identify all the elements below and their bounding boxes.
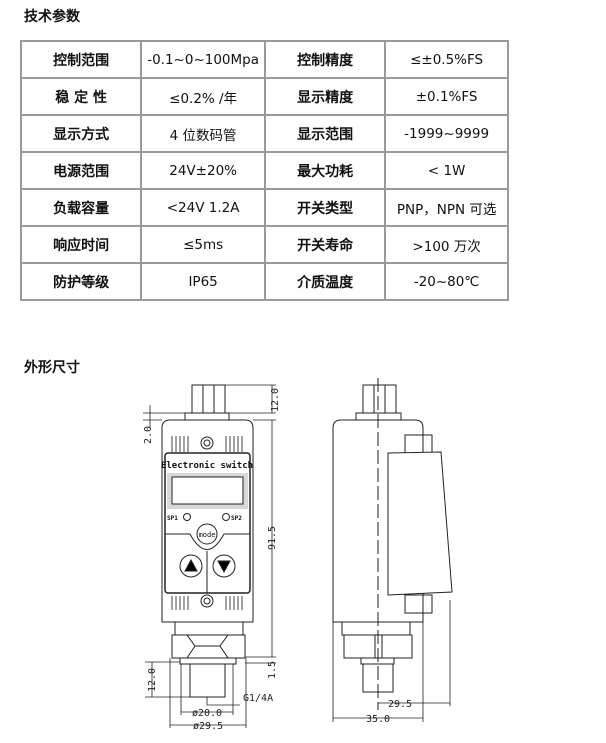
- spec-value: < 1W: [384, 151, 509, 190]
- spec-label: 稳 定 性: [19, 77, 143, 116]
- spec-label: 防护等级: [19, 262, 143, 301]
- front-view: Electronic switch SP1 SP2 mode: [161, 384, 254, 698]
- dim-gap: 2.0: [143, 426, 154, 444]
- spec-label: 最大功耗: [263, 151, 387, 190]
- spec-label: 响应时间: [19, 225, 143, 264]
- spec-row: 稳 定 性≤0.2% /年显示精度±0.1%FS: [19, 77, 509, 116]
- sp2-led-icon: [222, 513, 230, 521]
- dim-d2: ø29.5: [193, 721, 223, 732]
- spec-label: 控制范围: [19, 40, 143, 79]
- side-view: [332, 378, 453, 710]
- dim-side-w1: 29.5: [388, 699, 412, 710]
- spec-label: 介质温度: [263, 262, 387, 301]
- screw-icon: [200, 436, 214, 450]
- spec-value: IP65: [140, 262, 266, 301]
- spec-value: <24V 1.2A: [140, 188, 266, 227]
- dimensions: 12.0 2.0 91.5 1.5 12.0 G1/4A ø20.0 ø29.5…: [143, 384, 451, 732]
- down-arrow-icon: [217, 560, 231, 574]
- dim-top: 12.0: [270, 388, 281, 412]
- spec-label: 开关寿命: [263, 225, 387, 264]
- mode-label: mode: [199, 531, 216, 539]
- sp1-label: SP1: [167, 515, 178, 522]
- down-button: [212, 554, 236, 578]
- spec-value: -0.1~0~100Mpa: [140, 40, 266, 79]
- spec-value: ≤0.2% /年: [140, 77, 266, 116]
- dim-d1: ø20.0: [192, 708, 222, 719]
- spec-label: 开关类型: [263, 188, 387, 227]
- dim-height: 91.5: [267, 526, 278, 550]
- dim-thread: G1/4A: [243, 693, 273, 704]
- up-arrow-icon: [184, 558, 198, 572]
- dim-side-w2: 35.0: [366, 714, 390, 725]
- spec-label: 显示范围: [263, 114, 387, 153]
- dim-thread-gap: 1.5: [267, 661, 278, 679]
- spec-label: 显示精度: [263, 77, 387, 116]
- specs-title: 技术参数: [24, 9, 80, 25]
- spec-value: 4 位数码管: [140, 114, 266, 153]
- up-button: [179, 554, 203, 578]
- spec-value: -20~80℃: [384, 262, 509, 301]
- spec-label: 负载容量: [19, 188, 143, 227]
- spec-label: 显示方式: [19, 114, 143, 153]
- sp1-led-icon: [183, 513, 191, 521]
- spec-value: PNP，NPN 可选: [384, 188, 509, 227]
- spec-label: 控制精度: [263, 40, 387, 79]
- spec-value: ±0.1%FS: [384, 77, 509, 116]
- spec-value: ≤5ms: [140, 225, 266, 264]
- dim-thread-len: 12.0: [147, 668, 158, 692]
- spec-value: 24V±20%: [140, 151, 266, 190]
- sp2-label: SP2: [231, 515, 242, 522]
- spec-label: 电源范围: [19, 151, 143, 190]
- dimensions-title: 外形尺寸: [24, 360, 80, 376]
- spec-value: -1999~9999: [384, 114, 509, 153]
- panel-label: Electronic switch: [161, 460, 253, 471]
- spec-value: >100 万次: [384, 225, 509, 264]
- mode-button: [196, 523, 218, 545]
- spec-value: ≤±0.5%FS: [384, 40, 509, 79]
